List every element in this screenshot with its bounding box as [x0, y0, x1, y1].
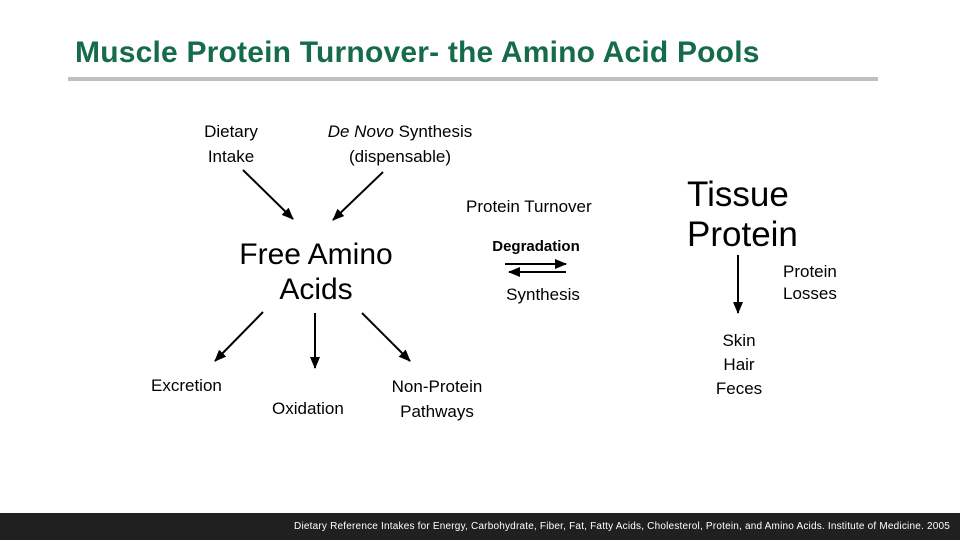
- tissue-protein-line1: Tissue: [687, 175, 789, 214]
- footer-citation-bar: Dietary Reference Intakes for Energy, Ca…: [0, 513, 960, 540]
- arrow-denovo-to-pool: [332, 171, 384, 221]
- node-dietary-intake: Dietary Intake: [204, 119, 258, 169]
- node-oxidation: Oxidation: [272, 399, 344, 418]
- node-tissue-protein: Tissue Protein: [687, 175, 798, 255]
- hair-line: Hair: [723, 355, 755, 374]
- node-degradation: Degradation: [492, 238, 580, 255]
- node-synthesis: Synthesis: [506, 285, 580, 304]
- node-protein-turnover: Protein Turnover: [466, 197, 592, 216]
- non-protein-line2: Pathways: [400, 402, 474, 421]
- slide-title: Muscle Protein Turnover- the Amino Acid …: [75, 36, 760, 69]
- non-protein-line1: Non-Protein: [391, 377, 483, 396]
- de-novo-rest: Synthesis: [393, 122, 473, 141]
- free-amino-acids-line1: Free Amino: [239, 238, 393, 271]
- protein-losses-line1: Protein: [783, 262, 837, 281]
- arrow-pool-to-nonprotein: [361, 312, 411, 362]
- free-amino-acids-line2: Acids: [279, 273, 353, 306]
- de-novo-line2: (dispensable): [348, 147, 452, 166]
- skin-line: Skin: [722, 331, 756, 350]
- node-free-amino-acids: Free Amino Acids: [239, 237, 392, 307]
- arrow-pool-to-excretion: [214, 311, 264, 362]
- node-skin-hair-feces: Skin Hair Feces: [716, 329, 762, 401]
- feces-line: Feces: [715, 379, 763, 398]
- de-novo-line1: De Novo Synthesis: [328, 119, 473, 144]
- protein-losses-line2: Losses: [783, 284, 837, 303]
- node-de-novo-synthesis: De Novo Synthesis (dispensable): [328, 119, 473, 169]
- title-underline-rule: [68, 77, 878, 81]
- dietary-intake-line2: Intake: [207, 147, 255, 166]
- arrow-dietary-to-pool: [242, 169, 294, 220]
- de-novo-italic: De Novo: [327, 122, 394, 141]
- footer-citation-text: Dietary Reference Intakes for Energy, Ca…: [294, 521, 950, 532]
- node-protein-losses: Protein Losses: [783, 261, 837, 305]
- node-excretion: Excretion: [151, 376, 222, 395]
- dietary-intake-line1: Dietary: [204, 122, 258, 141]
- node-non-protein-pathways: Non-Protein Pathways: [392, 374, 483, 424]
- tissue-protein-line2: Protein: [687, 215, 798, 254]
